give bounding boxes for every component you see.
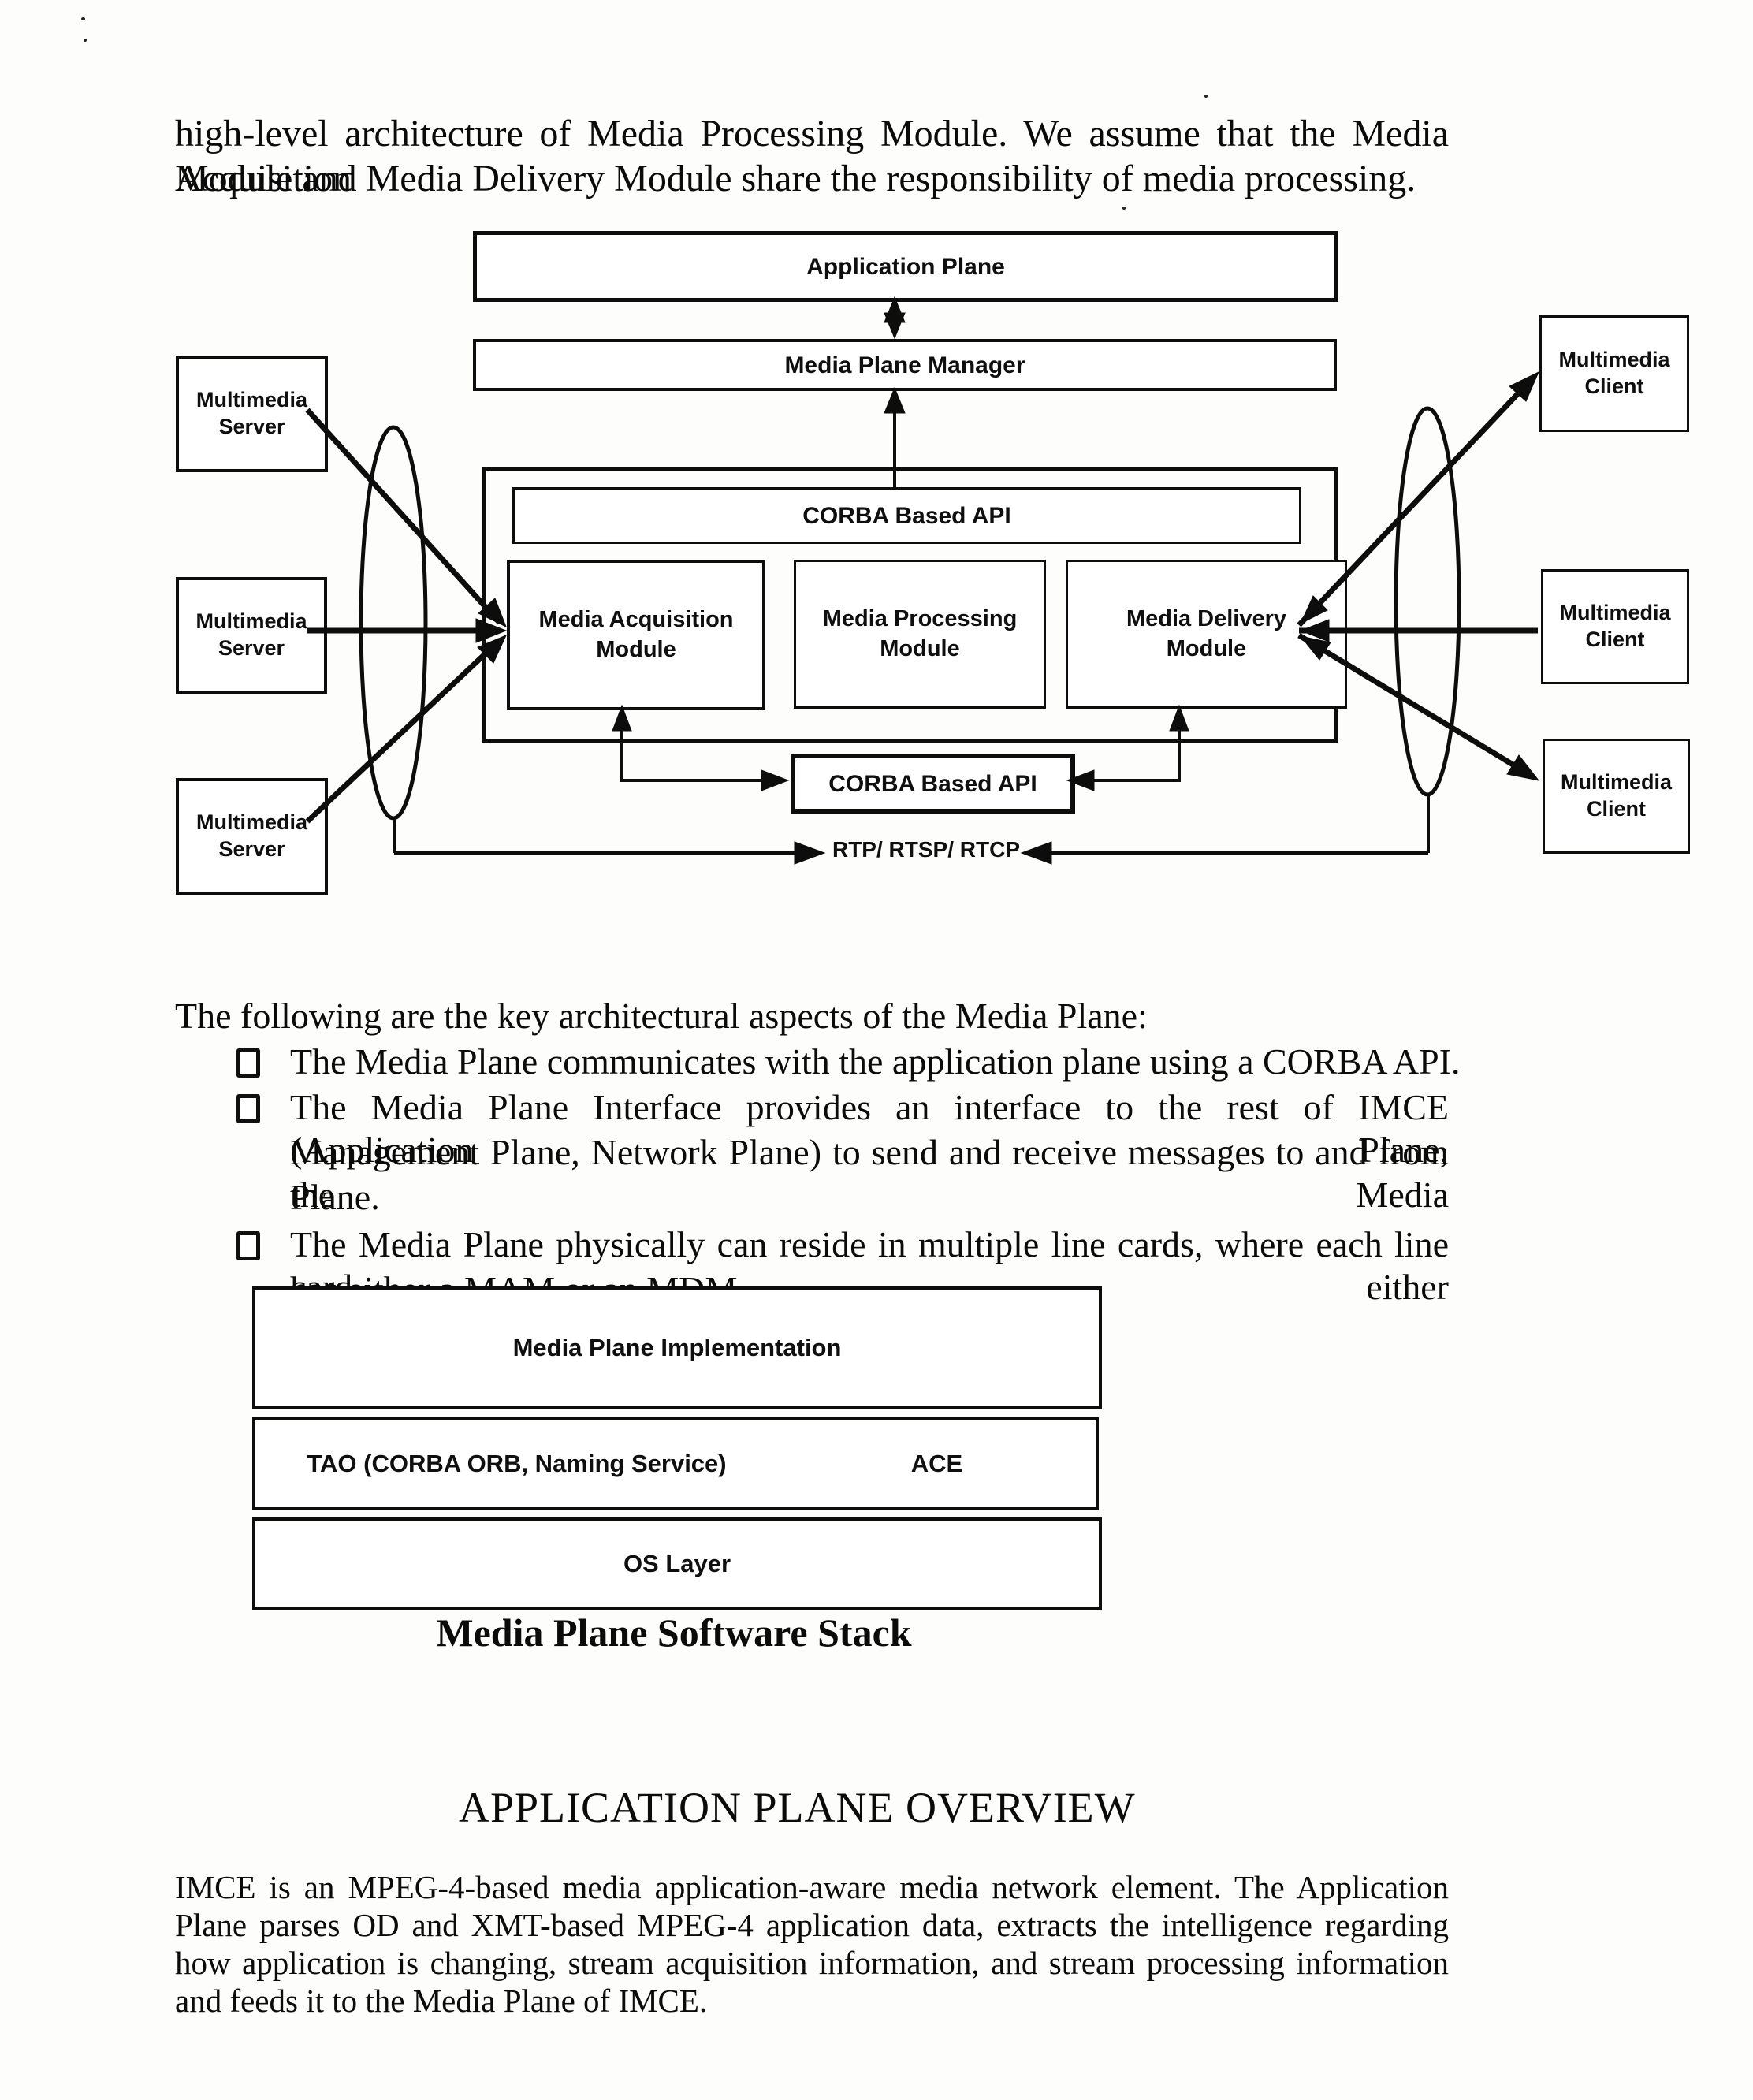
- arrowhead-right-icon: [795, 842, 824, 864]
- media-plane-manager-label: Media Plane Manager: [784, 350, 1025, 381]
- arrowhead-right-icon: [761, 770, 788, 791]
- paragraph2-line1: IMCE is an MPEG-4-based media applicatio…: [175, 1868, 1449, 1906]
- multimedia-server-label-1: Multimedia Server: [187, 387, 317, 441]
- bullet1-line1: The Media Plane communicates with the ap…: [290, 1041, 1461, 1083]
- media-plane-implementation-box: Media Plane Implementation: [252, 1286, 1102, 1409]
- server1-to-mam-line: [307, 410, 500, 623]
- media-processing-module-box: Media Processing Module: [794, 560, 1046, 709]
- media-acquisition-module-label: Media Acquisition Module: [521, 605, 751, 665]
- media-delivery-module-box: Media Delivery Module: [1066, 560, 1347, 709]
- ace-label: ACE: [911, 1450, 962, 1478]
- arrowhead-right-icon: [1509, 372, 1539, 401]
- multimedia-server-label-3: Multimedia Server: [187, 810, 317, 863]
- application-plane-label: Application Plane: [806, 251, 1005, 282]
- bullet2-line2: Management Plane, Network Plane) to send…: [290, 1131, 1449, 1217]
- right-fan-ellipse: [1396, 408, 1459, 795]
- media-acquisition-module-box: Media Acquisition Module: [507, 560, 765, 710]
- ace-box: ACE: [778, 1417, 1099, 1510]
- tao-box: TAO (CORBA ORB, Naming Service): [252, 1417, 781, 1510]
- arrowhead-left-icon: [1022, 842, 1051, 864]
- section-heading: APPLICATION PLANE OVERVIEW: [459, 1783, 1136, 1832]
- paragraph1-line2: Module and Media Delivery Module share t…: [175, 157, 1416, 202]
- multimedia-client-label-1: Multimedia Client: [1550, 347, 1679, 400]
- media-processing-module-label: Media Processing Module: [807, 605, 1033, 664]
- bullets-intro: The following are the key architectural …: [175, 995, 1148, 1037]
- multimedia-client-box-3: Multimedia Client: [1543, 739, 1690, 854]
- paragraph2-line4: and feeds it to the Media Plane of IMCE.: [175, 1982, 707, 2020]
- scan-artifact-dot: [1204, 95, 1208, 98]
- bullet-square-icon: [236, 1048, 260, 1078]
- stack-caption: Media Plane Software Stack: [252, 1610, 1096, 1655]
- multimedia-client-box-1: Multimedia Client: [1539, 315, 1689, 432]
- scan-artifact-dot: [84, 39, 87, 42]
- corba-api-top-box: CORBA Based API: [512, 487, 1301, 544]
- media-plane-manager-box: Media Plane Manager: [473, 339, 1337, 391]
- scan-artifact-dot: [1122, 207, 1126, 210]
- application-plane-box: Application Plane: [473, 231, 1338, 302]
- bullet-square-icon: [236, 1094, 260, 1123]
- multimedia-server-label-2: Multimedia Server: [187, 609, 316, 662]
- media-plane-implementation-label: Media Plane Implementation: [513, 1334, 842, 1362]
- tao-label: TAO (CORBA ORB, Naming Service): [307, 1450, 726, 1478]
- scan-artifact-dot: [81, 17, 85, 20]
- paragraph2-line3: how application is changing, stream acqu…: [175, 1944, 1449, 1982]
- multimedia-server-box-1: Multimedia Server: [176, 356, 328, 472]
- media-delivery-module-label: Media Delivery Module: [1092, 605, 1321, 664]
- left-fan-ellipse: [361, 427, 426, 818]
- multimedia-client-box-2: Multimedia Client: [1541, 569, 1689, 684]
- corba-api-top-label: CORBA Based API: [802, 501, 1011, 531]
- multimedia-client-label-3: Multimedia Client: [1553, 769, 1680, 823]
- bullet-square-icon: [236, 1231, 260, 1260]
- arrowhead-right-icon: [1507, 755, 1539, 780]
- multimedia-server-box-2: Multimedia Server: [176, 577, 327, 694]
- multimedia-server-box-3: Multimedia Server: [176, 778, 328, 895]
- corba-api-bottom-label: CORBA Based API: [828, 769, 1037, 799]
- os-layer-label: OS Layer: [623, 1550, 731, 1578]
- bullet2-line3: Plane.: [290, 1176, 380, 1219]
- multimedia-client-label-2: Multimedia Client: [1551, 600, 1679, 653]
- server3-to-mam-line: [307, 640, 500, 821]
- corba-api-bottom-box: CORBA Based API: [791, 754, 1075, 814]
- paragraph2-line2: Plane parses OD and XMT-based MPEG-4 app…: [175, 1906, 1449, 1944]
- arrowhead-down-icon: [884, 313, 905, 338]
- arrowhead-up-icon: [884, 388, 905, 413]
- rtp-rtsp-rtcp-label: RTP/ RTSP/ RTCP: [828, 837, 1025, 862]
- os-layer-box: OS Layer: [252, 1517, 1102, 1610]
